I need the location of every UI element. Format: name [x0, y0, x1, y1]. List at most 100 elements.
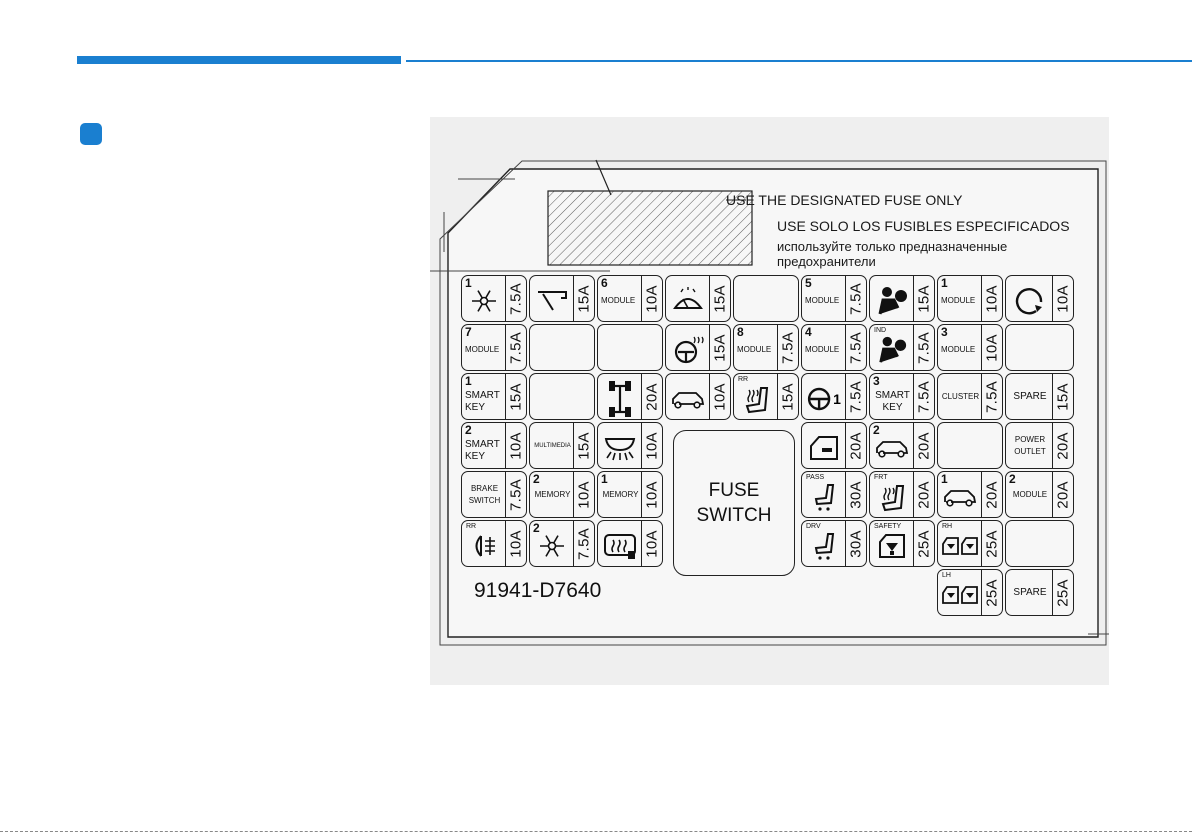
fuse-switch-line1: FUSE	[708, 480, 760, 501]
fuse-amperage: 10A	[983, 284, 1001, 313]
fuse-amperage: 7.5A	[507, 282, 525, 315]
fuse-slot: 10A	[597, 422, 663, 469]
footer-rule	[0, 831, 1192, 832]
fuse-label: MODULE	[941, 296, 976, 306]
fuse-amperage: 15A	[575, 431, 593, 460]
fuse-tag: SAFETY	[874, 523, 902, 530]
fuse-number: 1	[601, 472, 608, 486]
fuse-slot: 15A	[869, 275, 935, 322]
fuse-amperage: 7.5A	[575, 527, 593, 560]
snowflake-icon	[540, 534, 564, 557]
fuse-slot: 10A	[597, 520, 663, 567]
fuse-label: SPARE	[1013, 390, 1047, 402]
rear-defroster-icon	[604, 533, 636, 559]
car-icon	[876, 440, 909, 458]
fuse-label: CLUSTER	[941, 391, 980, 401]
fuse-amperage: 15A	[711, 333, 729, 362]
fuse-amperage: 20A	[983, 480, 1001, 509]
fuse-amperage: 15A	[711, 284, 729, 313]
power-seat-icon	[814, 483, 835, 511]
fuse-number: 5	[805, 276, 812, 290]
fuse-amperage: 15A	[575, 284, 593, 313]
warning-text-es: USE SOLO LOS FUSIBLES ESPECIFICADOS	[777, 218, 1070, 234]
fuse-amperage: 30A	[847, 480, 865, 509]
fuse-label: MODULE	[465, 345, 500, 355]
fuse-amperage: 25A	[1054, 578, 1072, 607]
fuse-slot: 1 7.5A	[801, 373, 867, 420]
fuse-tag: LH	[942, 572, 951, 579]
fuse-number: 6	[601, 276, 608, 290]
fuse-label-line2: SWITCH	[468, 495, 501, 505]
door-icon	[810, 435, 838, 460]
seat-heater-icon	[745, 386, 769, 413]
fuse-switch-line2: SWITCH	[696, 505, 772, 526]
fuse-slot: 1 7.5A	[461, 275, 527, 322]
power-window-icon	[942, 585, 978, 604]
fuse-amperage: 20A	[915, 431, 933, 460]
safety-window-icon	[879, 533, 905, 558]
empty-fuse-slot	[1005, 324, 1074, 371]
fuse-amperage: 25A	[983, 578, 1001, 607]
fuse-amperage: 15A	[779, 382, 797, 411]
fuse-amperage: 7.5A	[983, 380, 1001, 413]
fuse-tag: IND	[874, 327, 887, 334]
fuse-tag: RH	[942, 523, 953, 530]
fuse-tag: RR	[738, 376, 749, 383]
fuse-amperage: 20A	[847, 431, 865, 460]
fuse-slot: RH 25A	[937, 520, 1003, 567]
fuse-number: 7	[465, 325, 472, 339]
section-bullet	[80, 123, 102, 145]
fuse-amperage: 20A	[643, 382, 661, 411]
fuse-suffix: 1	[833, 390, 841, 407]
fuse-amperage: 20A	[1054, 480, 1072, 509]
heated-steering-icon	[674, 336, 704, 363]
fuse-amperage: 7.5A	[847, 282, 865, 315]
empty-fuse-slot	[1005, 520, 1074, 567]
fuse-slot: PASS 30A	[801, 471, 867, 518]
fuse-amperage: 10A	[643, 529, 661, 558]
rotation-icon	[1015, 287, 1042, 315]
fuse-label-line1: BRAKE	[470, 483, 499, 493]
washer-icon	[673, 286, 703, 309]
power-window-icon	[942, 536, 978, 555]
fuse-slot: MULTIMEDIA 15A	[529, 422, 595, 469]
fuse-number: 2	[1009, 472, 1016, 486]
fuse-label: SPARE	[1013, 586, 1047, 598]
fuse-amperage: 30A	[847, 529, 865, 558]
warning-text-ru-line1: используйте только предназначенные	[777, 239, 1008, 254]
fuse-switch-block: FUSE SWITCH	[673, 430, 795, 576]
fuse-label: MODULE	[805, 296, 840, 306]
fuse-label-line2: OUTLET	[1014, 446, 1046, 456]
fuse-slot: 15A	[665, 275, 731, 322]
airbag-icon	[878, 286, 907, 315]
empty-fuse-slot	[529, 373, 595, 420]
fuse-slot: BRAKE SWITCH 7.5A	[461, 471, 527, 518]
fuse-number: 1	[941, 276, 948, 290]
fuse-number: 3	[873, 374, 880, 388]
fuse-amperage: 10A	[983, 333, 1001, 362]
fuse-label-line2: KEY	[465, 401, 486, 413]
fuse-slot: 1 20A	[937, 471, 1003, 518]
part-number: 91941-D7640	[474, 579, 602, 602]
fuse-label-line1: SMART	[875, 389, 910, 401]
fuse-slot: 2 20A	[869, 422, 935, 469]
header-rule	[406, 60, 1192, 62]
fuse-amperage: 10A	[643, 284, 661, 313]
fuse-label: MODULE	[601, 296, 636, 306]
steering-wheel-icon	[807, 387, 831, 410]
fuse-slot: 20A	[597, 373, 663, 420]
fuse-number: 2	[533, 521, 540, 535]
header-bar-accent	[77, 56, 401, 64]
fuse-amperage: 10A	[643, 480, 661, 509]
fuse-amperage: 7.5A	[507, 478, 525, 511]
awd-icon	[609, 380, 631, 417]
car-icon	[672, 391, 705, 409]
fuse-panel-label-image: USE THE DESIGNATED FUSE ONLY USE SOLO LO…	[430, 117, 1109, 685]
